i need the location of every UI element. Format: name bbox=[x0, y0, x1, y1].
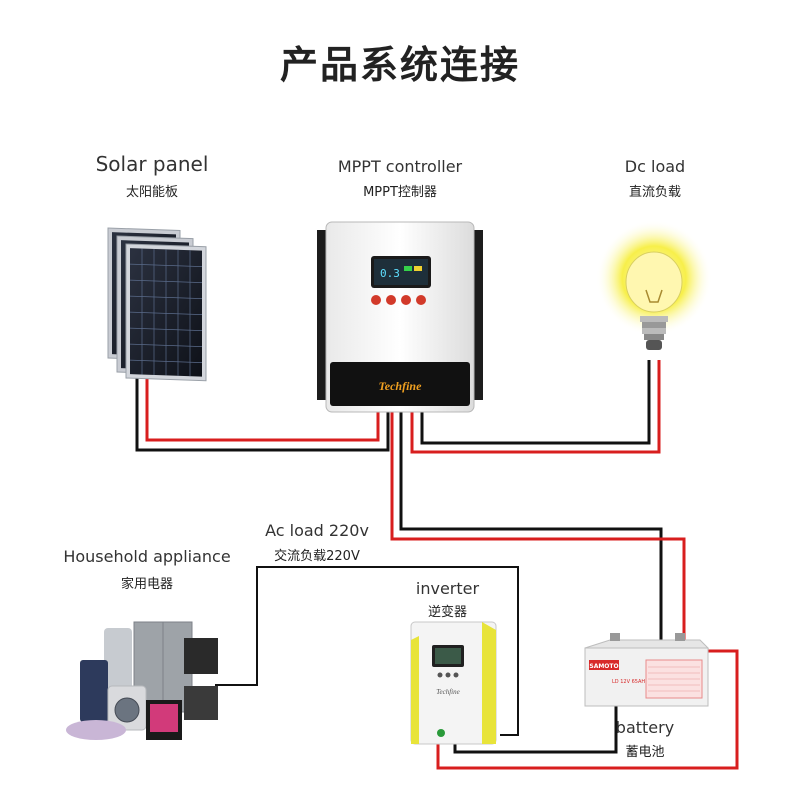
dc-load-cn-label: 直流负载 bbox=[628, 185, 681, 200]
battery-brand: SAMOTO bbox=[589, 663, 618, 670]
mppt-controller-label: MPPT controller bbox=[337, 157, 463, 176]
ac-load-label: Ac load 220v bbox=[265, 521, 369, 540]
solar-panel-label: Solar panel bbox=[95, 152, 209, 176]
battery-positive-wire bbox=[390, 412, 686, 640]
household-appliance-cn-label: 家用电器 bbox=[120, 577, 173, 592]
svg-text:0.3: 0.3 bbox=[380, 267, 400, 280]
battery-cn-label: 蓄电池 bbox=[625, 745, 665, 760]
battery-negative-wire bbox=[399, 412, 663, 640]
battery-illustration: SAMOTO LD 12V 65AH bbox=[584, 633, 710, 707]
dc-load-bulb-illustration bbox=[596, 220, 712, 350]
dc-load-label: Dc load bbox=[624, 157, 686, 176]
dcload-positive-wire bbox=[410, 360, 661, 454]
dcload-negative-wire bbox=[420, 360, 651, 445]
inverter-label: inverter bbox=[415, 579, 480, 598]
mppt-controller-illustration: 0.3 Techfine bbox=[317, 221, 483, 413]
solar-negative-wire bbox=[135, 378, 390, 452]
inverter-brand: Techfine bbox=[436, 688, 459, 696]
solar-panel-cn-label: 太阳能板 bbox=[125, 185, 178, 200]
battery-label: battery bbox=[615, 718, 675, 737]
battery-model: LD 12V 65AH bbox=[612, 679, 645, 685]
ac-load-cn-label: 交流负载220V bbox=[274, 549, 360, 564]
controller-brand: Techfine bbox=[379, 379, 423, 393]
solar-positive-wire bbox=[145, 378, 380, 442]
page-title: 产品系统连接 bbox=[279, 43, 520, 87]
mppt-controller-cn-label: MPPT控制器 bbox=[363, 185, 437, 200]
inverter-illustration: Techfine bbox=[410, 621, 497, 745]
household-appliances-illustration bbox=[66, 621, 218, 740]
solar-panel-illustration bbox=[107, 227, 207, 382]
household-appliance-label: Household appliance bbox=[63, 547, 231, 566]
inverter-pos-wire bbox=[436, 649, 739, 770]
inverter-cn-label: 逆变器 bbox=[427, 605, 467, 620]
ac-out-wire bbox=[215, 566, 519, 736]
